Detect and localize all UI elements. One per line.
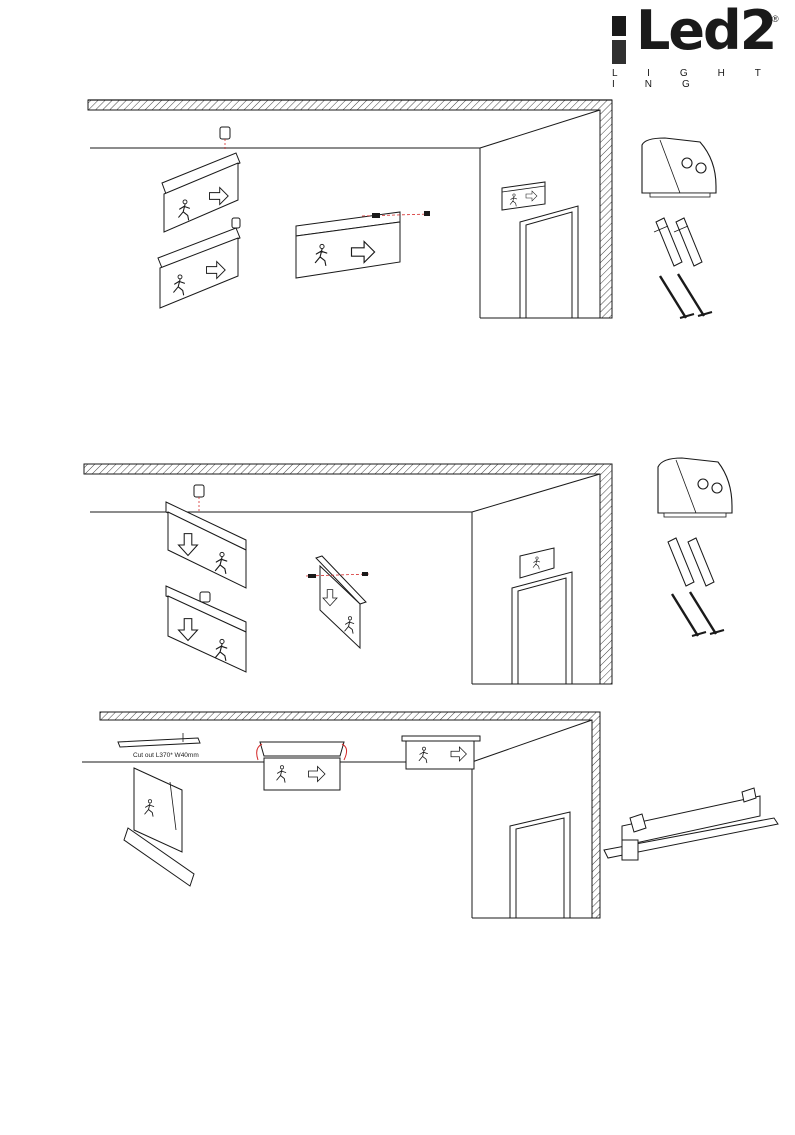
installed-sign <box>520 548 554 578</box>
screws-icon <box>672 592 724 636</box>
panel-recessed-mount <box>82 712 778 918</box>
cutout-dimension-label: Cut out L370* W40mm <box>133 752 199 759</box>
recessed-sign-exploded <box>124 768 194 886</box>
mounting-bracket-icon <box>658 458 732 517</box>
exit-sign-assembly-2 <box>158 218 240 308</box>
ceiling-cutout <box>118 733 200 747</box>
recessed-sign-installing <box>257 742 347 790</box>
panel-wall-mount <box>84 458 732 684</box>
recessed-housing-detail <box>604 788 778 860</box>
installed-sign <box>502 182 545 210</box>
installed-sign <box>402 736 480 769</box>
exit-sign-assembly-1 <box>162 127 240 232</box>
mounting-bracket-icon <box>642 138 716 197</box>
exit-sign-assembly-5 <box>166 586 246 672</box>
exit-sign-assembly-3 <box>296 211 430 278</box>
wall-plugs-icon <box>654 218 702 266</box>
panel-ceiling-mount <box>88 100 716 318</box>
wall-plugs-icon <box>668 538 714 586</box>
screws-icon <box>660 274 712 318</box>
exit-sign-assembly-6 <box>306 556 370 648</box>
exit-sign-assembly-4 <box>166 485 246 588</box>
